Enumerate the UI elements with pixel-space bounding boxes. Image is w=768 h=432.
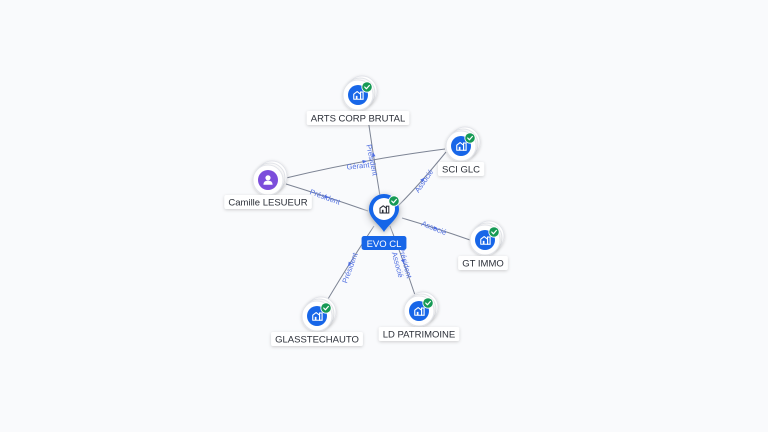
node-label-ld: LD PATRIMOINE [378, 327, 460, 341]
nodes-layer: ARTS CORP BRUTAL SCI GLC Camille LESUEUR GT… [224, 75, 508, 346]
edge-camille-sci[interactable]: Gérant [285, 148, 446, 179]
edge-label: Président [309, 187, 343, 207]
center-node[interactable]: EVO CL [360, 188, 408, 250]
node-label-sci: SCI GLC [437, 162, 485, 176]
check-badge-icon [488, 226, 500, 238]
node-label-text: ARTS CORP BRUTAL [311, 113, 406, 124]
check-badge-icon [361, 81, 373, 93]
node-label-glass: GLASSTECHAUTO [271, 332, 363, 346]
node-label-arts: ARTS CORP BRUTAL [306, 111, 410, 125]
edge-arrow [362, 159, 368, 164]
building-icon [379, 205, 390, 214]
check-badge-icon [422, 297, 434, 309]
node-label-text: LD PATRIMOINE [383, 329, 456, 340]
edge-arrow [324, 194, 330, 199]
node-camille[interactable]: Camille LESUEUR [224, 160, 312, 209]
node-label-gt: GT IMMO [458, 256, 508, 270]
node-label-text: Camille LESUEUR [228, 197, 307, 208]
node-arts[interactable]: ARTS CORP BRUTAL [306, 75, 410, 125]
edge-center-sci[interactable]: Associé [398, 151, 447, 206]
node-glass[interactable]: GLASSTECHAUTO [271, 296, 363, 346]
edge-arrow [371, 152, 376, 157]
edge-label-line: Président [309, 187, 343, 207]
node-ld[interactable]: LD PATRIMOINE [378, 291, 460, 341]
edge-label: Président [340, 251, 360, 285]
check-badge-icon [388, 195, 400, 207]
edge-label-line: Associé [413, 168, 435, 195]
edge-label-line: Président [340, 251, 360, 285]
edge-arrow [433, 226, 439, 230]
building-icon [312, 312, 323, 321]
edge-label: Gérant [346, 160, 371, 171]
person-icon [263, 175, 273, 185]
edge-label-line: Gérant [346, 160, 371, 171]
check-badge-icon [320, 302, 332, 314]
edge-label: Associé [420, 219, 448, 237]
edge-arrow [347, 261, 352, 267]
edge-arrow [400, 258, 405, 264]
edge-label-line: Associé [420, 219, 448, 237]
node-gt[interactable]: GT IMMO [458, 220, 508, 270]
edge-label: Associé [413, 168, 435, 195]
building-icon [414, 307, 425, 316]
node-label-camille: Camille LESUEUR [224, 195, 312, 209]
edge-arrow [420, 177, 425, 183]
building-icon [480, 236, 491, 245]
building-icon [353, 91, 364, 100]
center-label: EVO CL [361, 236, 407, 250]
edge-center-gt[interactable]: Associé [401, 217, 471, 241]
building-icon [456, 142, 467, 151]
node-sci[interactable]: SCI GLC [437, 126, 485, 176]
edge-label: PrésidentAssocié [389, 246, 414, 282]
node-label-text: GLASSTECHAUTO [275, 334, 359, 345]
node-label-text: GT IMMO [462, 258, 504, 269]
node-label-text: SCI GLC [442, 164, 480, 175]
check-badge-icon [464, 132, 476, 144]
center-label-text: EVO CL [367, 239, 402, 250]
